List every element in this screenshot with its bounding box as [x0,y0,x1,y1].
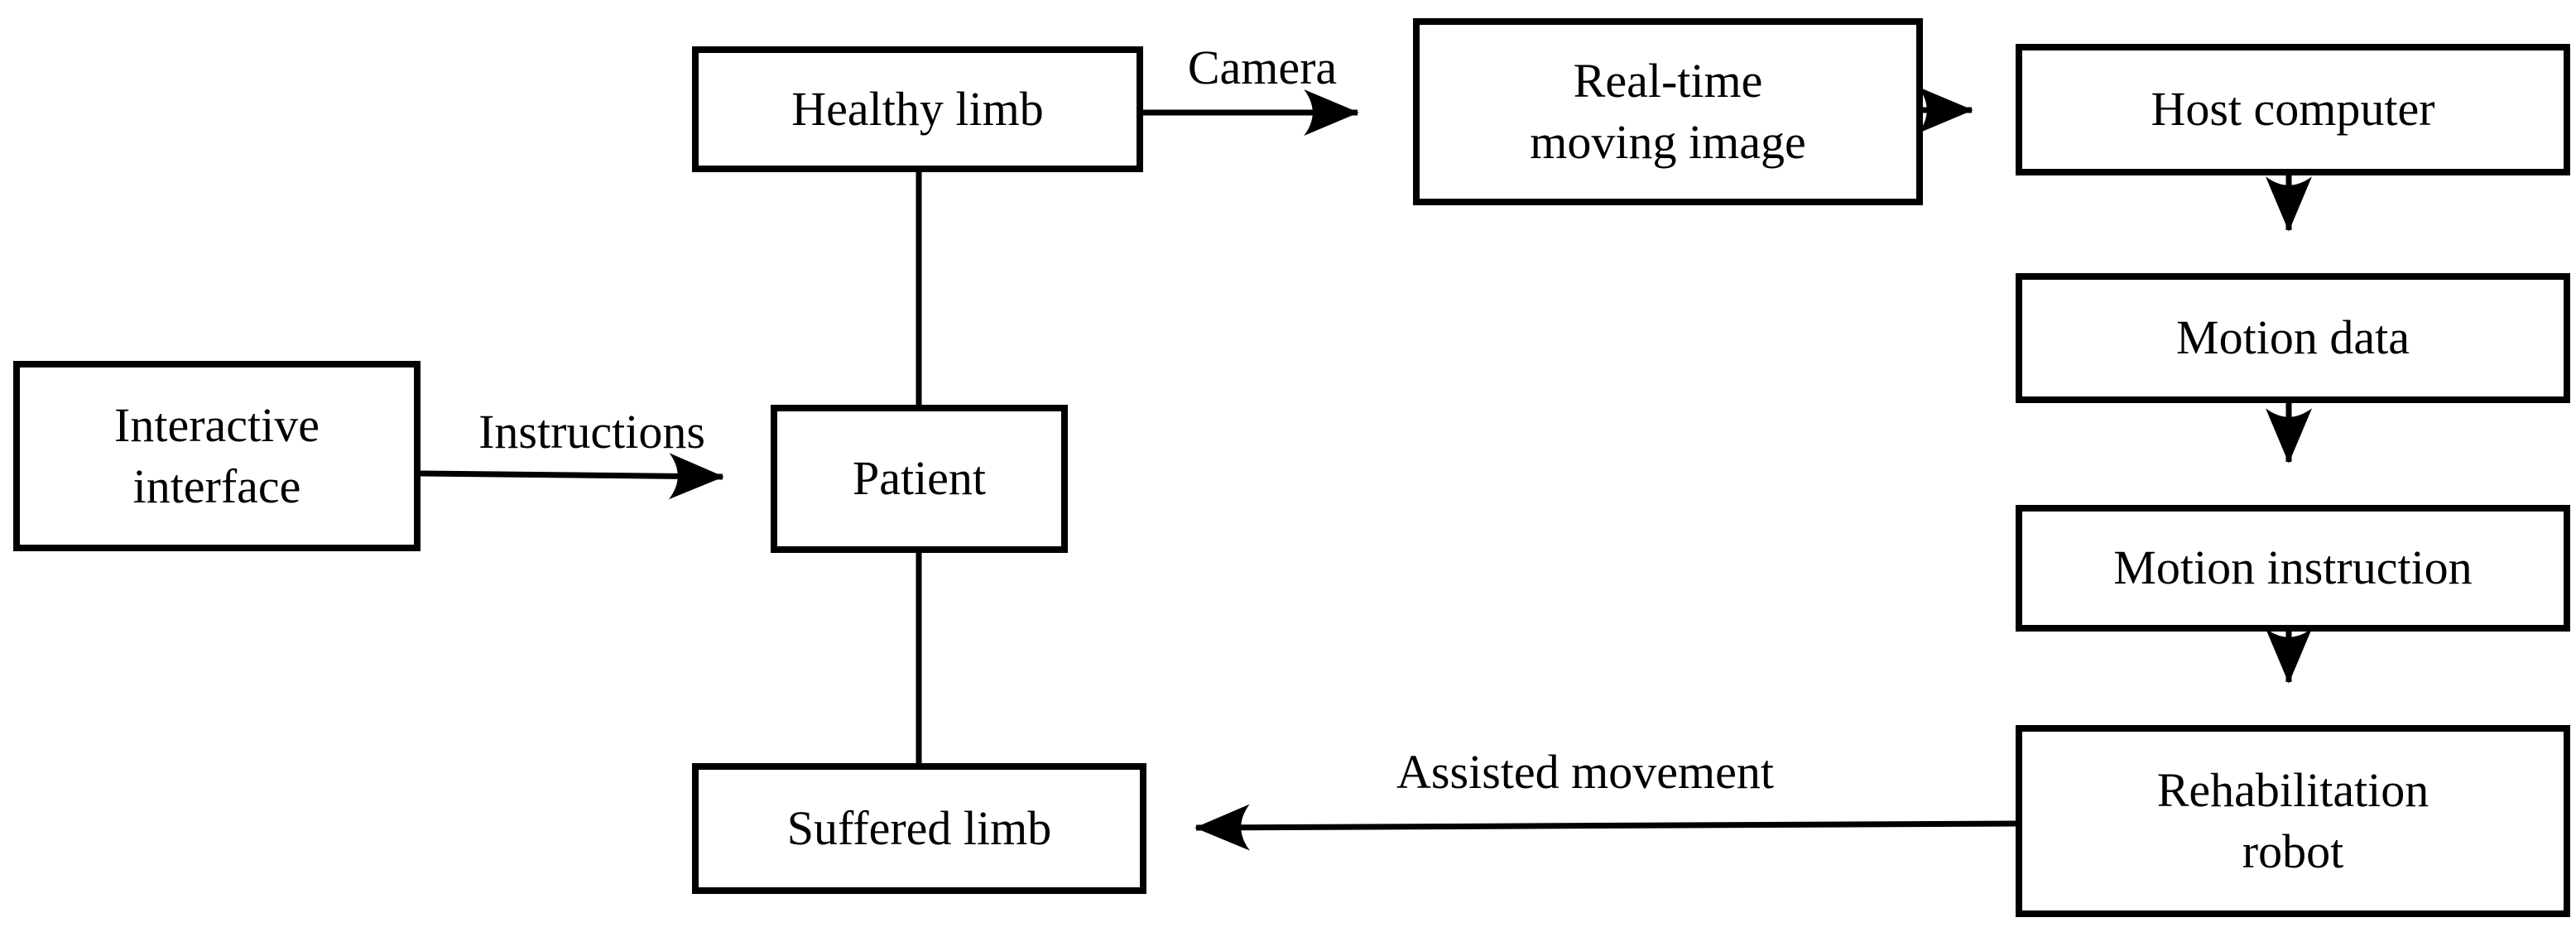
node-host-computer: Host computer [2016,44,2570,175]
node-real-time-moving-image-label-line2: moving image [1530,115,1806,169]
node-suffered-limb-label: Suffered limb [786,800,1052,855]
node-motion-instruction-label: Motion instruction [2113,540,2473,595]
edge-label-assisted-movement: Assisted movement [1396,745,1774,799]
node-motion-data-label: Motion data [2176,310,2410,365]
node-real-time-moving-image: Real-time moving image [1413,18,1923,205]
node-patient: Patient [771,405,1068,553]
node-rehabilitation-robot-label-line2: robot [2242,824,2344,878]
edge-label-camera: Camera [1187,41,1338,94]
node-interactive-interface-label-line1: Interactive [114,397,320,452]
node-healthy-limb-label: Healthy limb [791,81,1044,136]
node-rehabilitation-robot: Rehabilitation robot [2016,725,2570,917]
node-suffered-limb: Suffered limb [692,763,1146,894]
node-motion-data: Motion data [2016,273,2570,403]
node-real-time-moving-image-label-line1: Real-time [1573,53,1763,108]
node-healthy-limb: Healthy limb [692,46,1143,172]
node-host-computer-label: Host computer [2151,82,2435,137]
node-patient-label: Patient [852,451,987,506]
node-motion-instruction: Motion instruction [2016,505,2570,632]
node-interactive-interface-label-line2: interface [132,459,301,513]
edge-assisted-movement-arrow [1194,804,2016,851]
node-interactive-interface: Interactive interface [13,361,421,551]
edge-instructions-arrow [420,453,724,500]
edge-label-instructions: Instructions [478,405,705,459]
node-rehabilitation-robot-label-line1: Rehabilitation [2156,762,2429,817]
